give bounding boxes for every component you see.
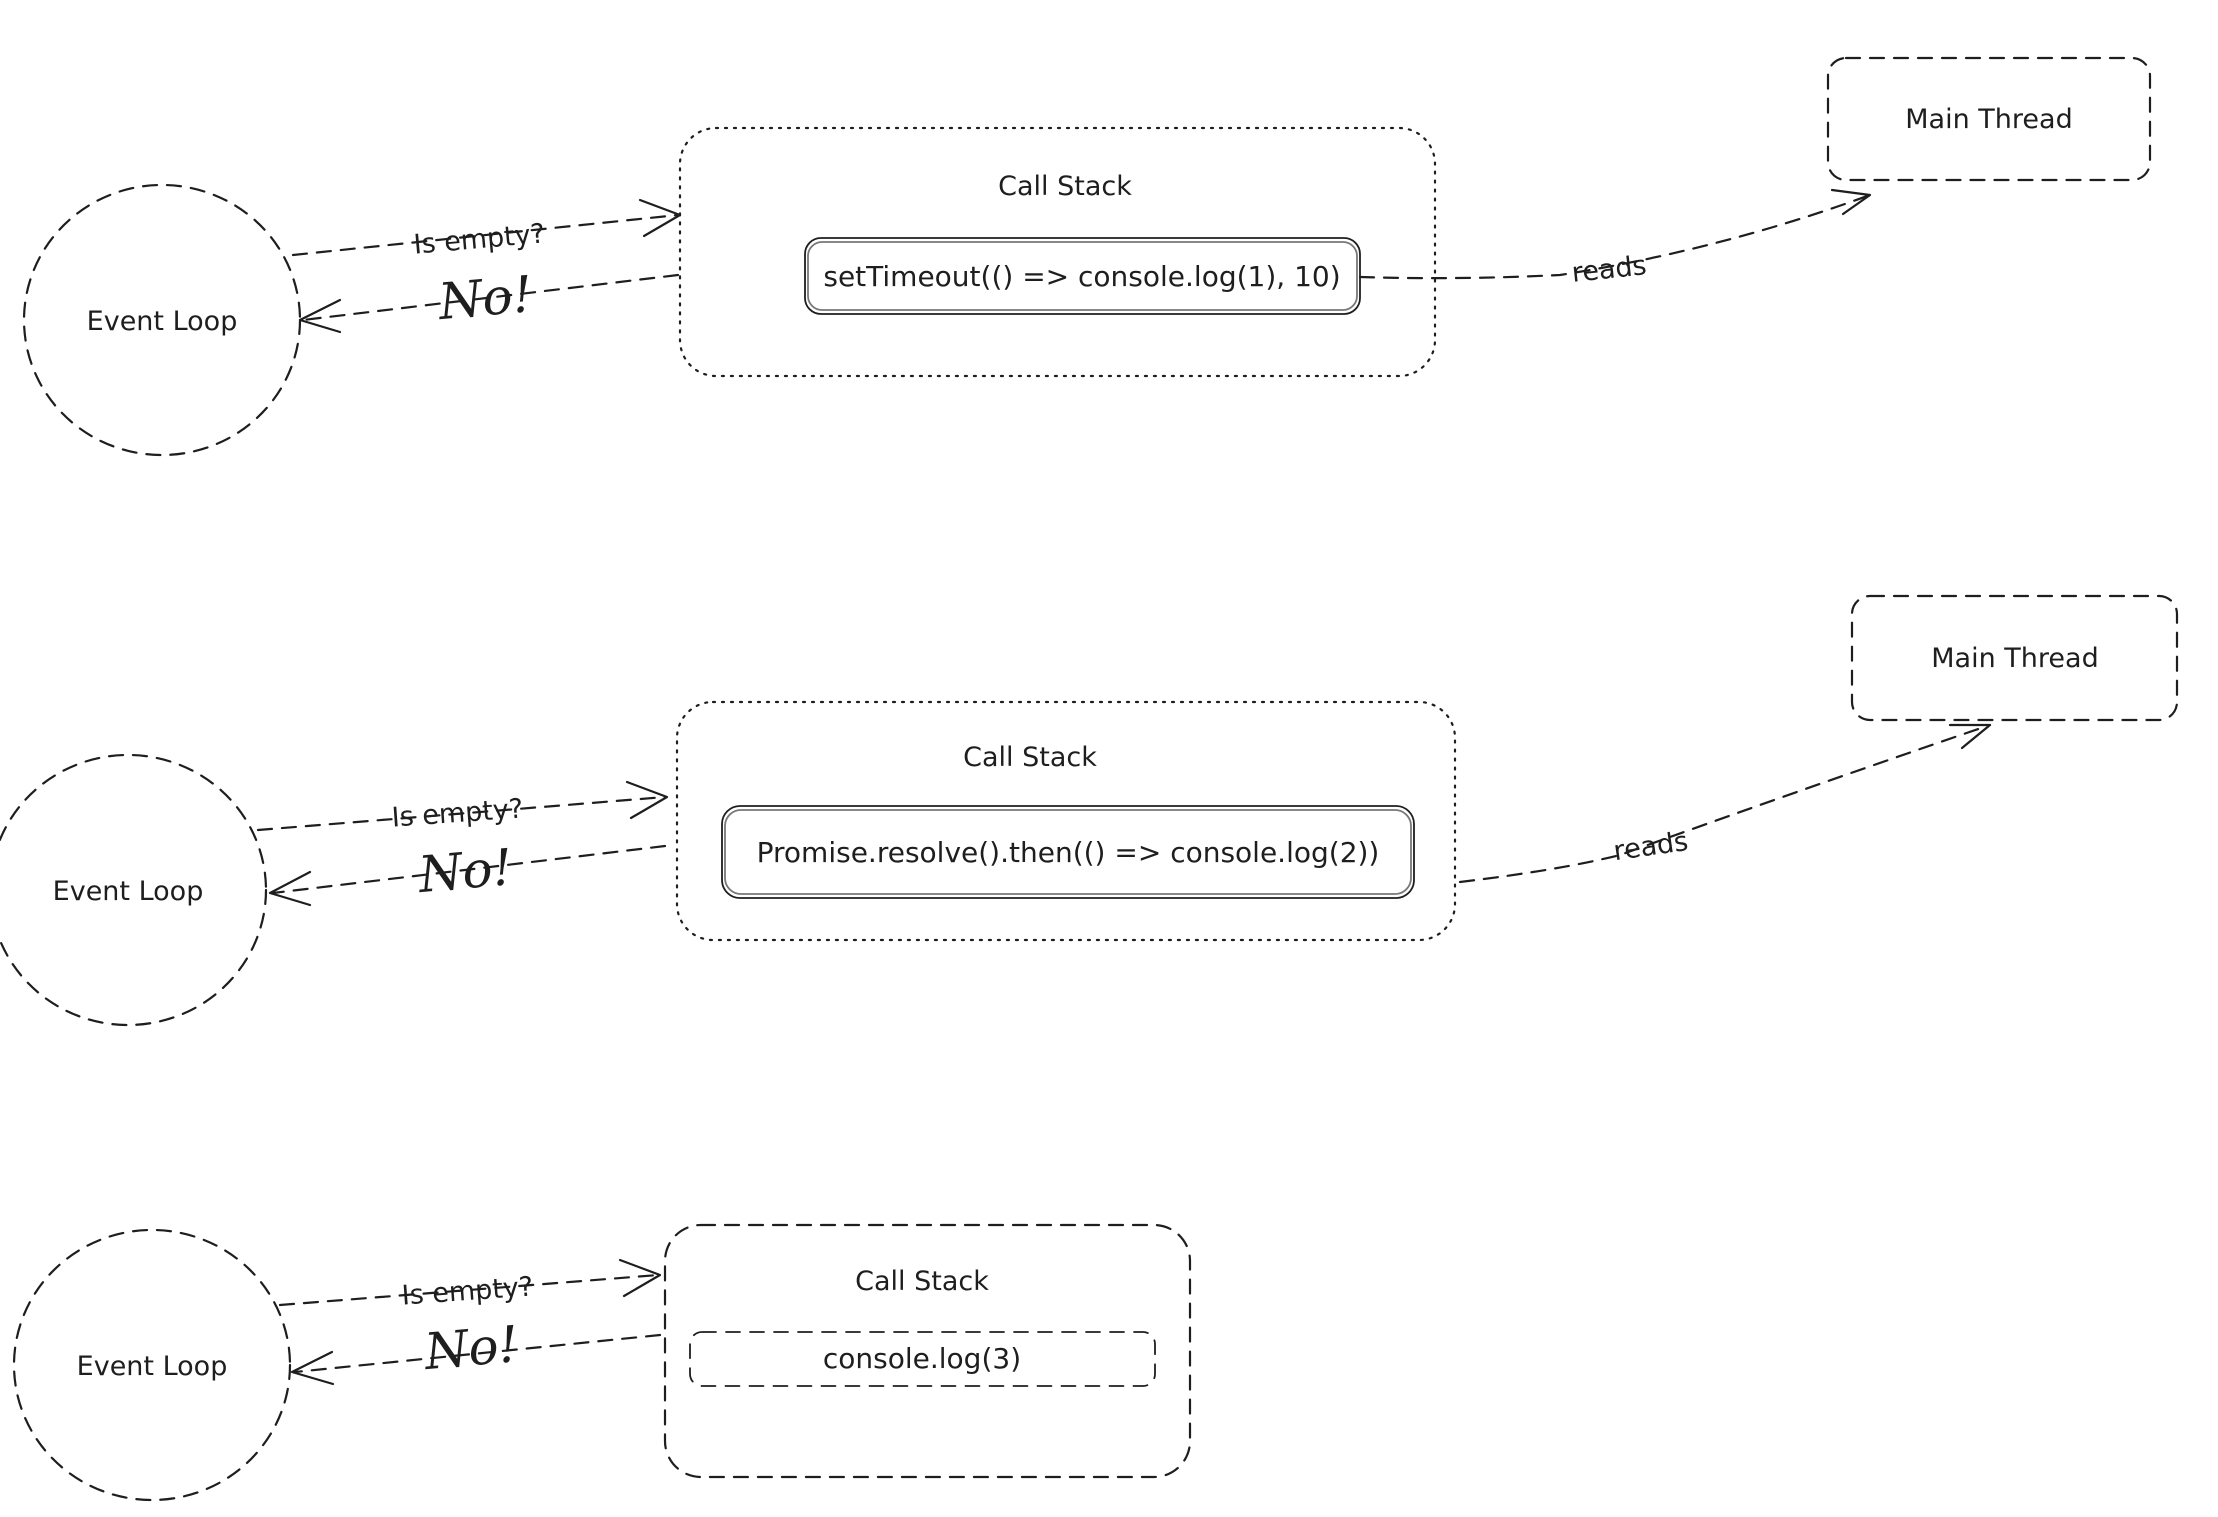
event-loop-circle (0, 753, 268, 1027)
no-arrow (293, 1333, 662, 1374)
call-stack-title: Call Stack (963, 742, 1097, 773)
reads-arrowhead (1830, 188, 1872, 216)
is-empty-label: Is empty? (391, 793, 524, 833)
diagram-1: Event Loop Is empty? No! Call Stack setT… (22, 56, 2152, 457)
is-empty-arrow (278, 1273, 660, 1307)
call-stack-box (663, 1223, 1192, 1479)
stack-item-text: console.log(3) (823, 1342, 1021, 1375)
stack-item-box (721, 805, 1415, 899)
main-thread-box (1850, 594, 2179, 722)
no-label: No! (435, 265, 535, 331)
event-loop-circle (12, 1228, 292, 1502)
is-empty-arrow (256, 795, 667, 832)
diagram-3: Event Loop Is empty? No! Call Stack cons… (12, 1223, 1192, 1502)
call-stack-box (678, 126, 1437, 378)
no-label: No! (421, 1315, 521, 1381)
reads-arrow (1458, 723, 1992, 884)
is-empty-arrowhead (618, 1258, 662, 1298)
stack-item-box (689, 1331, 1156, 1387)
is-empty-arrowhead (638, 198, 682, 238)
no-arrow (301, 273, 680, 322)
reads-label: reads (1612, 826, 1690, 867)
is-empty-label: Is empty? (401, 1271, 534, 1311)
event-loop-label: Event Loop (77, 1351, 228, 1382)
call-stack-title: Call Stack (855, 1266, 989, 1297)
diagram-2: Event Loop Is empty? No! Call Stack Prom… (0, 594, 2179, 1027)
no-arrow (271, 844, 667, 895)
no-arrowhead (290, 1350, 335, 1386)
main-thread-label: Main Thread (1905, 104, 2072, 135)
no-arrowhead (268, 870, 312, 907)
is-empty-label: Is empty? (412, 218, 546, 260)
main-thread-box (1826, 56, 2152, 182)
event-loop-label: Event Loop (53, 876, 204, 907)
stack-item-text: setTimeout(() => console.log(1), 10) (823, 260, 1340, 293)
is-empty-arrowhead (625, 780, 669, 820)
call-stack-title: Call Stack (998, 171, 1132, 202)
no-arrowhead (298, 298, 342, 334)
call-stack-box (675, 700, 1457, 942)
reads-label: reads (1570, 250, 1648, 289)
stack-item-text: Promise.resolve().then(() => console.log… (757, 836, 1380, 869)
reads-arrowhead (1948, 723, 1992, 750)
no-label: No! (415, 838, 515, 904)
event-loop-label: Event Loop (87, 306, 238, 337)
main-thread-label: Main Thread (1931, 643, 2098, 674)
is-empty-arrow (291, 213, 680, 257)
